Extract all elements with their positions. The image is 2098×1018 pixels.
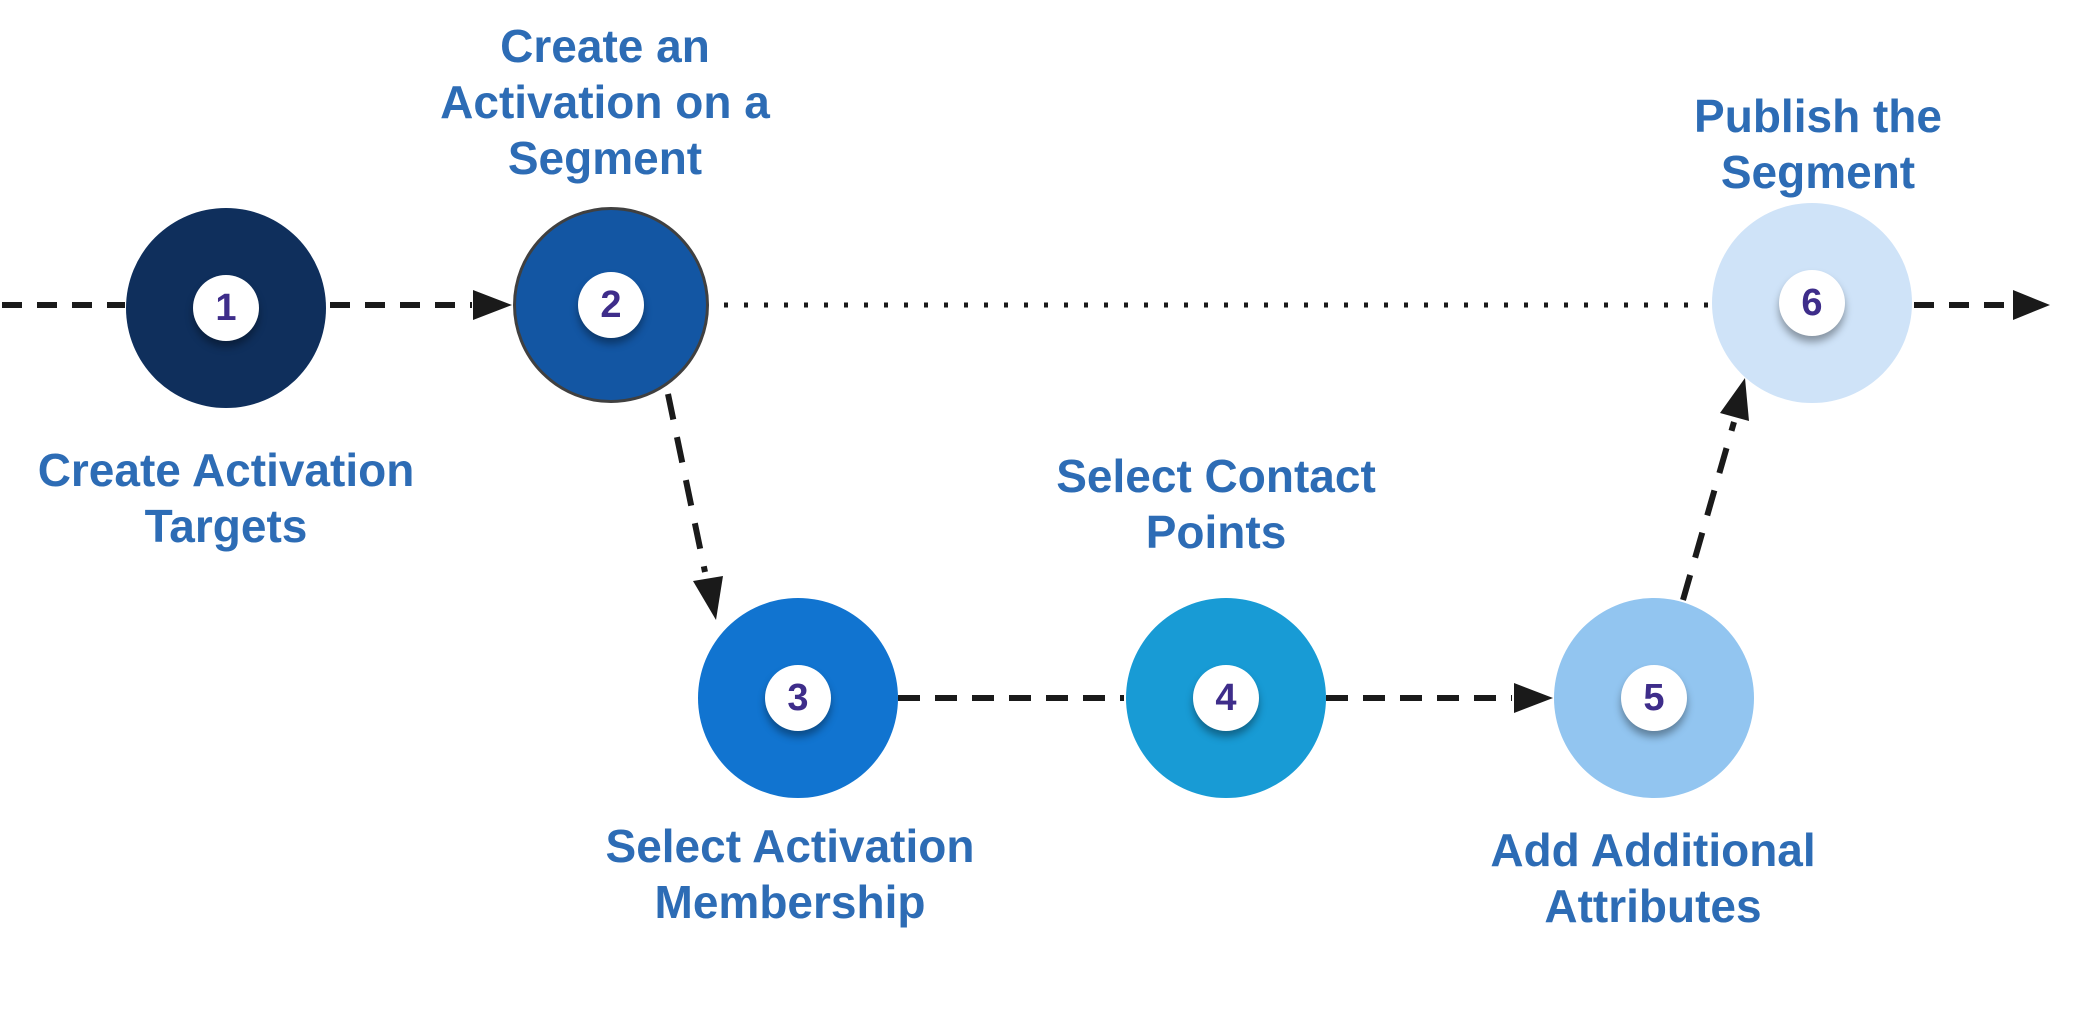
step-1-circle: 1 xyxy=(126,208,326,408)
connector-step5-to-step6 xyxy=(1680,378,1749,601)
step-4-circle: 4 xyxy=(1126,598,1326,798)
step-5-number-badge: 5 xyxy=(1621,665,1687,731)
step-2-number: 2 xyxy=(600,284,622,326)
arrowhead-step5-icon xyxy=(1514,683,1553,713)
step-5-number: 5 xyxy=(1643,677,1665,719)
connector-step4-to-step5 xyxy=(1326,683,1553,713)
step-4-number-badge: 4 xyxy=(1193,665,1259,731)
step-5-circle: 5 xyxy=(1554,598,1754,798)
step-2-label: Create an Activation on a Segment xyxy=(440,20,770,184)
step-3-label: Select Activation Membership xyxy=(605,820,975,928)
step-6-number: 6 xyxy=(1801,282,1823,324)
step-4-label: Select Contact Points xyxy=(1056,450,1376,558)
step-5-label: Add Additional Attributes xyxy=(1490,824,1816,932)
step-2-circle: 2 xyxy=(513,207,709,403)
step-6-label: Publish the Segment xyxy=(1694,90,1942,198)
step-3-number: 3 xyxy=(787,677,809,719)
connector-step2-to-step3 xyxy=(665,393,723,620)
step-6-circle: 6 xyxy=(1712,203,1912,403)
step-4-number: 4 xyxy=(1215,677,1237,719)
step-3-circle: 3 xyxy=(698,598,898,798)
connector-step6-to-end xyxy=(1914,290,2050,320)
step-2-number-badge: 2 xyxy=(578,272,644,338)
arrowhead-step3-icon xyxy=(693,576,723,620)
arrowhead-step6-icon xyxy=(1720,378,1749,421)
step-6-number-badge: 6 xyxy=(1779,270,1845,336)
step-3-number-badge: 3 xyxy=(765,665,831,731)
step-1-label: Create Activation Targets xyxy=(37,444,415,552)
arrowhead-end-icon xyxy=(2013,290,2050,320)
step-1-number: 1 xyxy=(215,287,237,329)
step-1-number-badge: 1 xyxy=(193,275,259,341)
connector-step1-to-step2 xyxy=(330,290,512,320)
arrowhead-step2-icon xyxy=(473,290,512,320)
